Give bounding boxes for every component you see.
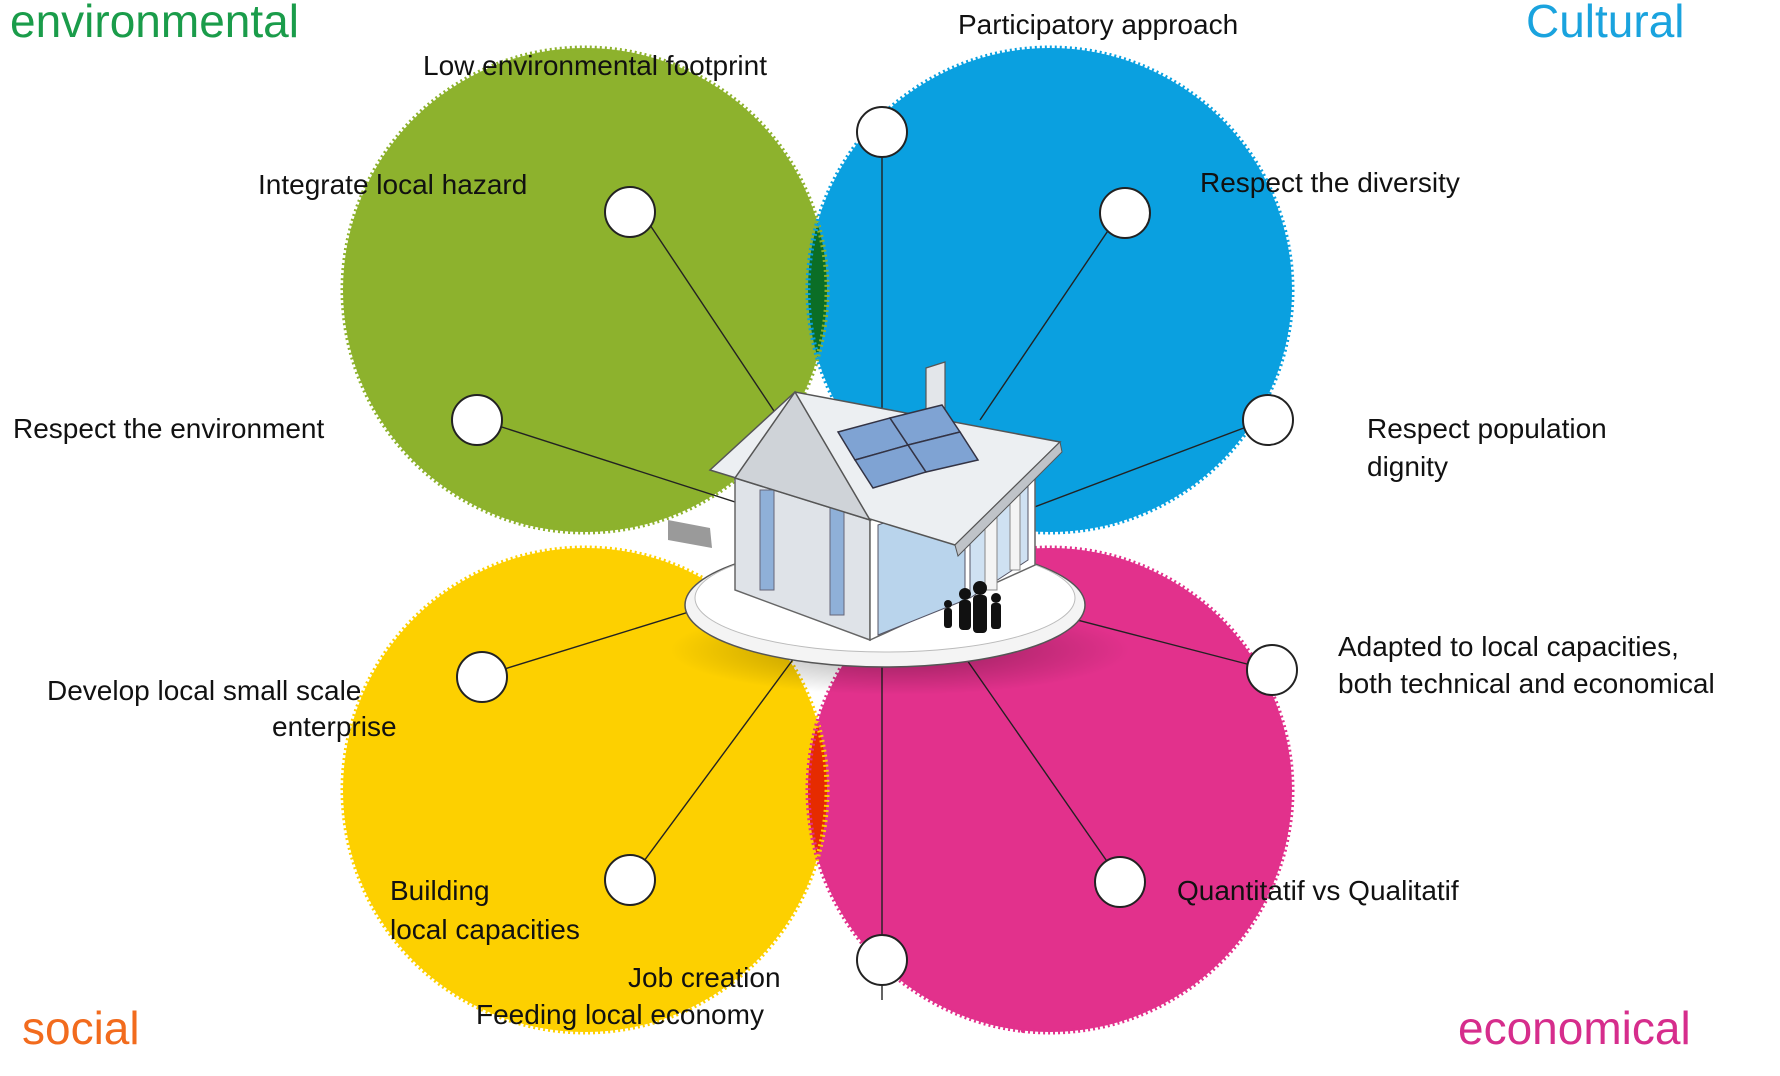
label-job-creation-line2: Feeding local economy <box>476 999 764 1030</box>
family-silhouette <box>944 581 1001 633</box>
label-building-capacities-line2: local capacities <box>390 914 580 945</box>
label-adapted-capacities-line1: Adapted to local capacities, <box>1338 631 1679 662</box>
label-job-creation-line1: Job creation <box>628 962 781 993</box>
category-social: social <box>22 1002 140 1054</box>
marker-integrate-hazard <box>604 186 656 238</box>
category-cultural: Cultural <box>1526 0 1685 47</box>
label-respect-environment: Respect the environment <box>13 413 325 444</box>
marker-building-capacities <box>604 854 656 906</box>
circle-borders <box>340 45 1295 1035</box>
label-adapted-capacities-line2: both technical and economical <box>1338 668 1715 699</box>
label-participatory-approach: Participatory approach <box>958 9 1239 40</box>
marker-participatory <box>856 106 908 158</box>
marker-population-dignity <box>1242 394 1294 446</box>
label-population-dignity-line2: dignity <box>1367 451 1448 482</box>
label-develop-enterprise-line2: enterprise <box>272 711 397 742</box>
label-develop-enterprise-line1: Develop local small scale <box>47 675 362 706</box>
category-economical: economical <box>1458 1002 1691 1054</box>
marker-respect-diversity <box>1099 187 1151 239</box>
marker-adapted-capacities <box>1246 644 1298 696</box>
label-low-environmental-footprint: Low environmental footprint <box>423 50 767 81</box>
category-environmental: environmental <box>10 0 299 47</box>
label-building-capacities-line1: Building <box>390 875 490 906</box>
marker-circles <box>451 106 1298 986</box>
solar-panels <box>836 404 980 489</box>
marker-job-creation <box>856 934 908 986</box>
label-quantitatif-qualitatif: Quantitatif vs Qualitatif <box>1177 875 1459 906</box>
marker-quantitatif <box>1094 856 1146 908</box>
marker-respect-environment <box>451 394 503 446</box>
marker-develop-enterprise <box>456 651 508 703</box>
label-integrate-local-hazard: Integrate local hazard <box>258 169 528 200</box>
label-respect-diversity: Respect the diversity <box>1200 167 1460 198</box>
label-population-dignity-line1: Respect population <box>1367 413 1607 444</box>
eco-house-illustration <box>668 361 1130 695</box>
